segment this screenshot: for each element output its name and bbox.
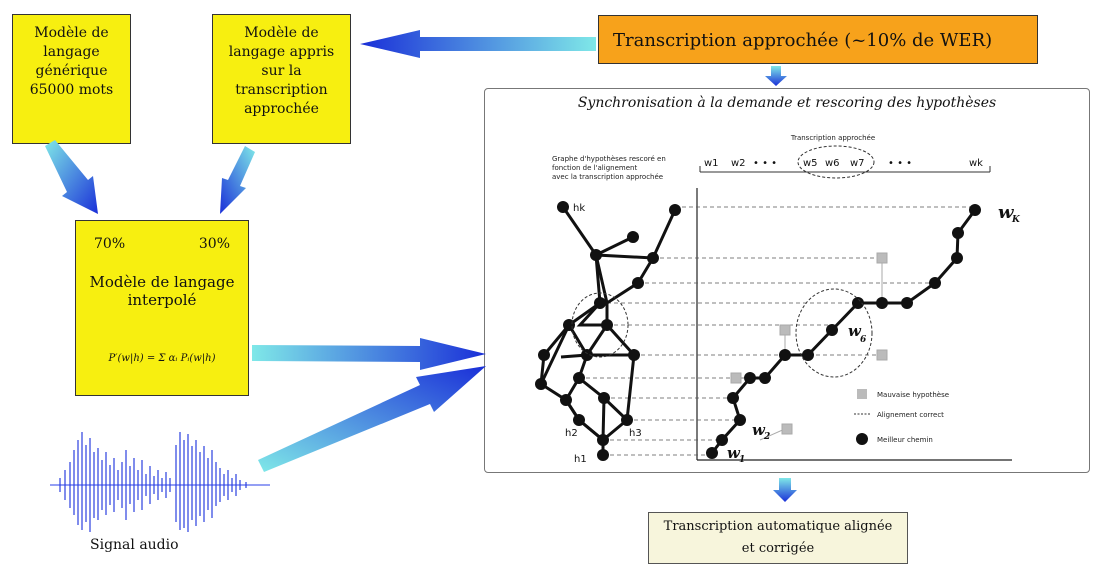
- path-label-wk: w: [998, 202, 1015, 223]
- path-label-w2: w: [752, 421, 766, 439]
- path-label-w1: w: [727, 444, 741, 462]
- arrow-learned-to-interpolated: [220, 146, 255, 214]
- node-label-hk: hk: [573, 203, 585, 214]
- word-dots-2: • • •: [888, 158, 912, 169]
- generic-language-model-box: Modèle de langage générique 65000 mots: [12, 14, 131, 144]
- learned-lm-line-3: sur la: [261, 63, 302, 79]
- path-label-w1-sub: 1: [739, 455, 745, 465]
- interpolated-lm-title-line-2: interpolé: [127, 291, 197, 309]
- best-path: [706, 204, 981, 459]
- audio-signal-label: Signal audio: [90, 537, 179, 553]
- alignment-axes: [696, 188, 1012, 461]
- learned-language-model-box: Modèle de langage appris sur la transcri…: [212, 14, 351, 144]
- arrow-panel-to-output: [773, 478, 797, 502]
- word-w5: w5: [803, 158, 818, 169]
- path-label-w2-sub: 2: [763, 432, 770, 442]
- hypothesis-graph-nodes: [535, 201, 681, 461]
- weight-left-percent: 70%: [94, 236, 126, 252]
- path-focus-circle: [795, 288, 873, 378]
- legend: Mauvaise hypothèse Alignement correct Me…: [854, 389, 949, 445]
- word-w1: w1: [704, 158, 719, 169]
- interpolated-language-model-box: 70% 30% Modèle de langage interpolé P′(w…: [75, 220, 249, 396]
- transcription-header: Transcription approchée: [790, 134, 875, 142]
- arrow-transcription-down: [765, 66, 787, 86]
- wrong-hypotheses: [730, 252, 888, 441]
- learned-lm-line-2: langage appris: [228, 44, 335, 60]
- arrow-transcription-to-learned-lm: [360, 30, 596, 58]
- generic-lm-line-2: langage: [43, 44, 100, 60]
- learned-lm-line-5: approchée: [244, 101, 319, 117]
- node-label-h3: h3: [629, 428, 642, 439]
- interpolated-lm-title-line-1: Modèle de langage: [89, 273, 235, 291]
- approximate-transcription-box: Transcription approchée (~10% de WER): [598, 15, 1038, 64]
- legend-best-path-swatch: [856, 433, 868, 445]
- word-timeline: [699, 145, 991, 179]
- learned-lm-line-1: Modèle de: [244, 25, 319, 41]
- generic-lm-line-4: 65000 mots: [29, 82, 114, 98]
- weight-right-percent: 30%: [198, 236, 230, 252]
- node-label-h1: h1: [574, 454, 587, 465]
- word-dots-1: • • •: [753, 158, 777, 169]
- legend-wrong-hypothesis-swatch: [857, 389, 867, 399]
- path-label-w6: w: [848, 322, 862, 340]
- output-line-1: Transcription automatique alignée: [663, 519, 893, 534]
- aligned-transcription-output-box: Transcription automatique alignée et cor…: [648, 512, 908, 564]
- graph-node-labels: hk h2 h3 h1: [565, 203, 642, 465]
- graph-caption: Graphe d'hypothèses rescoré en fonction …: [552, 155, 666, 181]
- hypothesis-graph: [539, 206, 677, 455]
- word-w7: w7: [850, 158, 865, 169]
- word-wk: wk: [969, 158, 983, 169]
- interpolated-lm-title: Modèle de langage interpolé: [76, 273, 248, 309]
- graph-caption-line-3: avec la transcription approchée: [552, 173, 663, 181]
- legend-wrong-hypothesis: Mauvaise hypothèse: [877, 391, 949, 399]
- path-label-w6-sub: 6: [860, 335, 867, 345]
- graph-focus-circle: [571, 292, 629, 358]
- legend-best-path: Meilleur chemin: [877, 436, 933, 444]
- interpolation-formula: P′(w|h) = Σ αᵢ Pᵢ(w|h): [108, 353, 216, 364]
- path-label-wk-sub: K: [1011, 215, 1021, 225]
- word-w2: w2: [731, 158, 746, 169]
- graph-caption-line-2: fonction de l'alignement: [552, 164, 637, 172]
- path-labels: w K w 6 w 2 w 1: [727, 202, 1021, 465]
- graph-caption-line-1: Graphe d'hypothèses rescoré en: [552, 155, 666, 163]
- audio-waveform: [50, 432, 270, 532]
- output-line-2: et corrigée: [741, 541, 815, 556]
- arrow-audio-to-sync: [258, 366, 486, 472]
- transcription-words: w1 w2 • • • w5 w6 w7 • • • wk: [704, 158, 983, 169]
- learned-lm-line-4: transcription: [235, 82, 328, 98]
- arrow-interpolated-to-sync: [252, 338, 486, 370]
- generic-lm-line-3: générique: [35, 63, 108, 79]
- legend-correct-alignment: Alignement correct: [877, 411, 944, 419]
- synchronisation-panel: Synchronisation à la demande et rescorin…: [484, 88, 1090, 473]
- synchronisation-title: Synchronisation à la demande et rescorin…: [577, 95, 997, 111]
- node-label-h2: h2: [565, 428, 578, 439]
- generic-lm-line-1: Modèle de: [34, 25, 109, 41]
- word-w6: w6: [825, 158, 840, 169]
- arrow-generic-to-interpolated: [45, 140, 98, 214]
- alignment-projection-lines: [579, 206, 975, 456]
